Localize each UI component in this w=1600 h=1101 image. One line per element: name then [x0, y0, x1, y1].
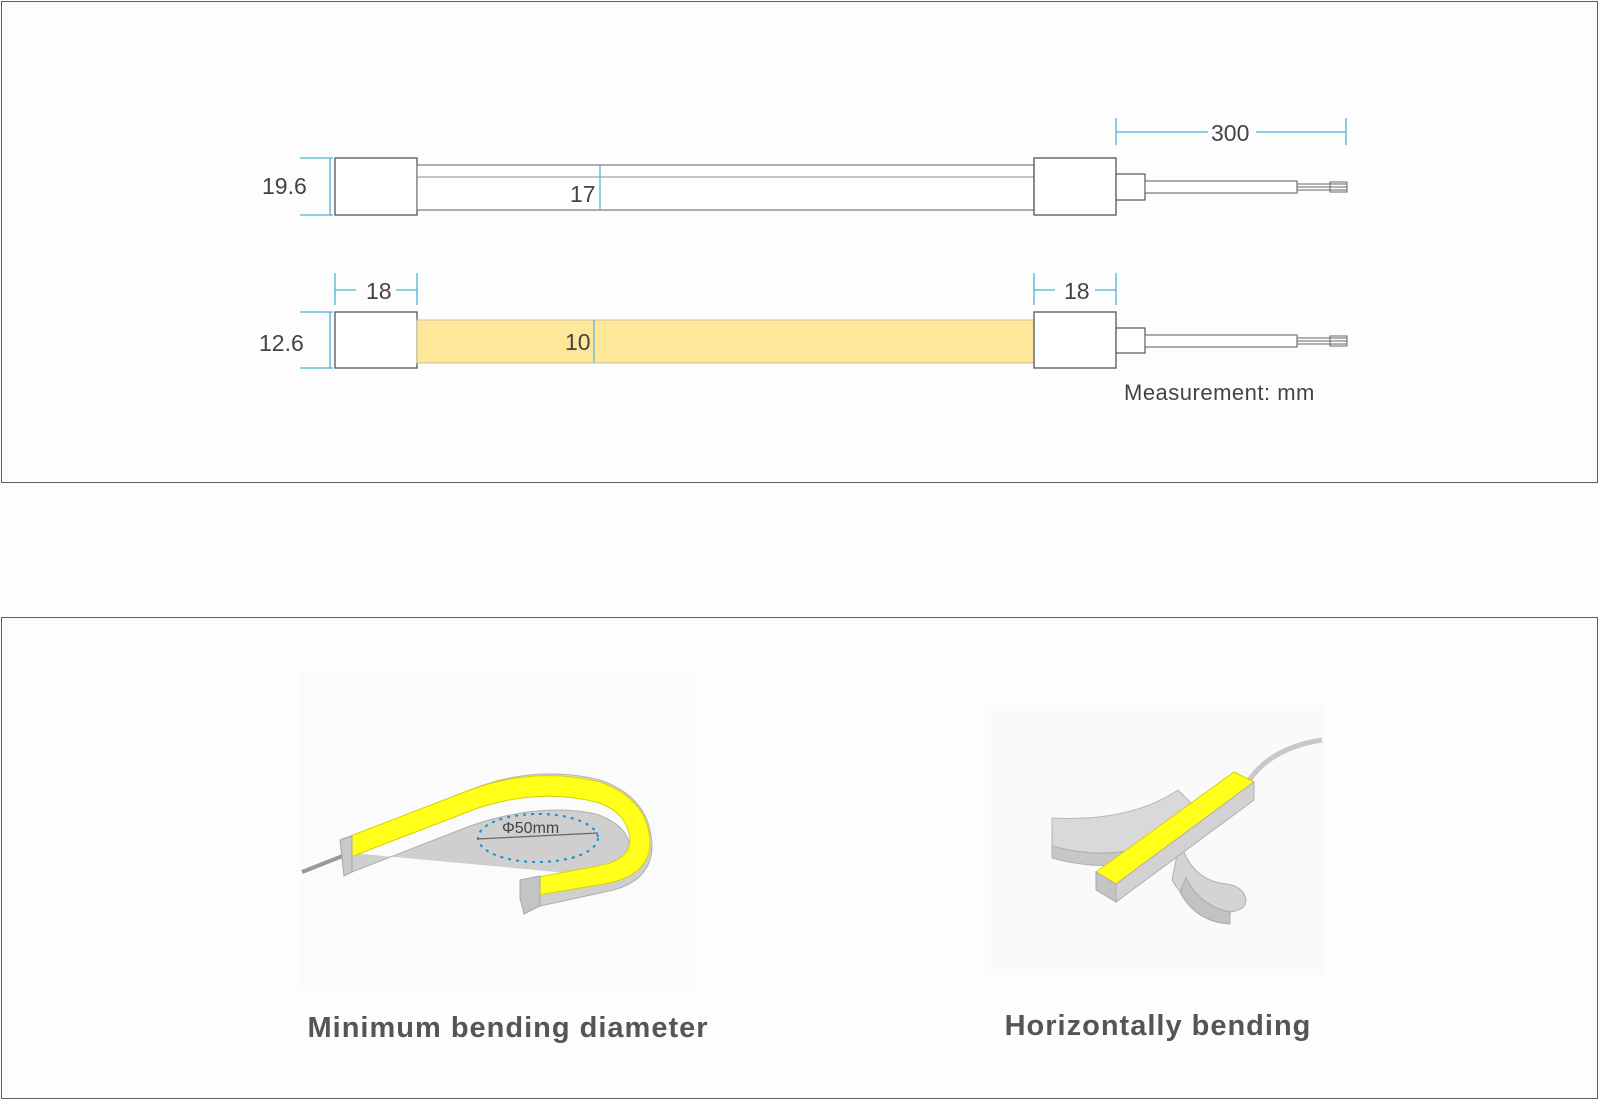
u-bend-diameter-label: Φ50mm [502, 820, 559, 837]
side-left-end-cap [334, 311, 418, 369]
side-inner-dim-label: 10 [565, 329, 591, 355]
u-bend-led-surface [339, 775, 651, 899]
right-end-cap [1033, 157, 1117, 216]
bending-panel [1, 617, 1598, 1099]
u-bend-start-face [339, 835, 353, 877]
side-right-end-cap [1033, 311, 1117, 369]
h-bend-cable [1245, 737, 1323, 784]
dimension-drawing-panel [1, 1, 1598, 483]
side-height-dim-label: 12.6 [259, 330, 304, 356]
u-bend-illustration: Φ50mm [301, 773, 653, 915]
h-bend-side-wall [1115, 781, 1255, 903]
measurement-unit-note: Measurement: mm [1124, 380, 1315, 405]
u-bend-diameter-ellipse [477, 813, 599, 863]
side-lit-body [416, 319, 1035, 364]
top-view: 19.6 17 300 [262, 118, 1348, 216]
h-bend-illustration [1051, 737, 1323, 925]
wire-tip [1329, 181, 1348, 193]
right-cap-dim-label: 18 [1064, 278, 1090, 304]
height-dim-label: 19.6 [262, 173, 307, 199]
inner-dim-label: 17 [570, 181, 596, 207]
u-bend-end-face [519, 875, 541, 915]
left-cap-dim-label: 18 [366, 278, 392, 304]
side-view: 18 18 12.6 10 Measurement: mm [259, 273, 1348, 405]
horizontal-bending-caption: Horizontally bending [1005, 1010, 1312, 1042]
side-wire-tip [1329, 335, 1348, 347]
cable-dim-label: 300 [1211, 120, 1249, 146]
min-bending-caption: Minimum bending diameter [307, 1012, 708, 1044]
cable-gland [1115, 173, 1146, 201]
u-bend-diameter-line [477, 832, 599, 840]
h-bend-profile-lower-wall [1179, 876, 1231, 925]
